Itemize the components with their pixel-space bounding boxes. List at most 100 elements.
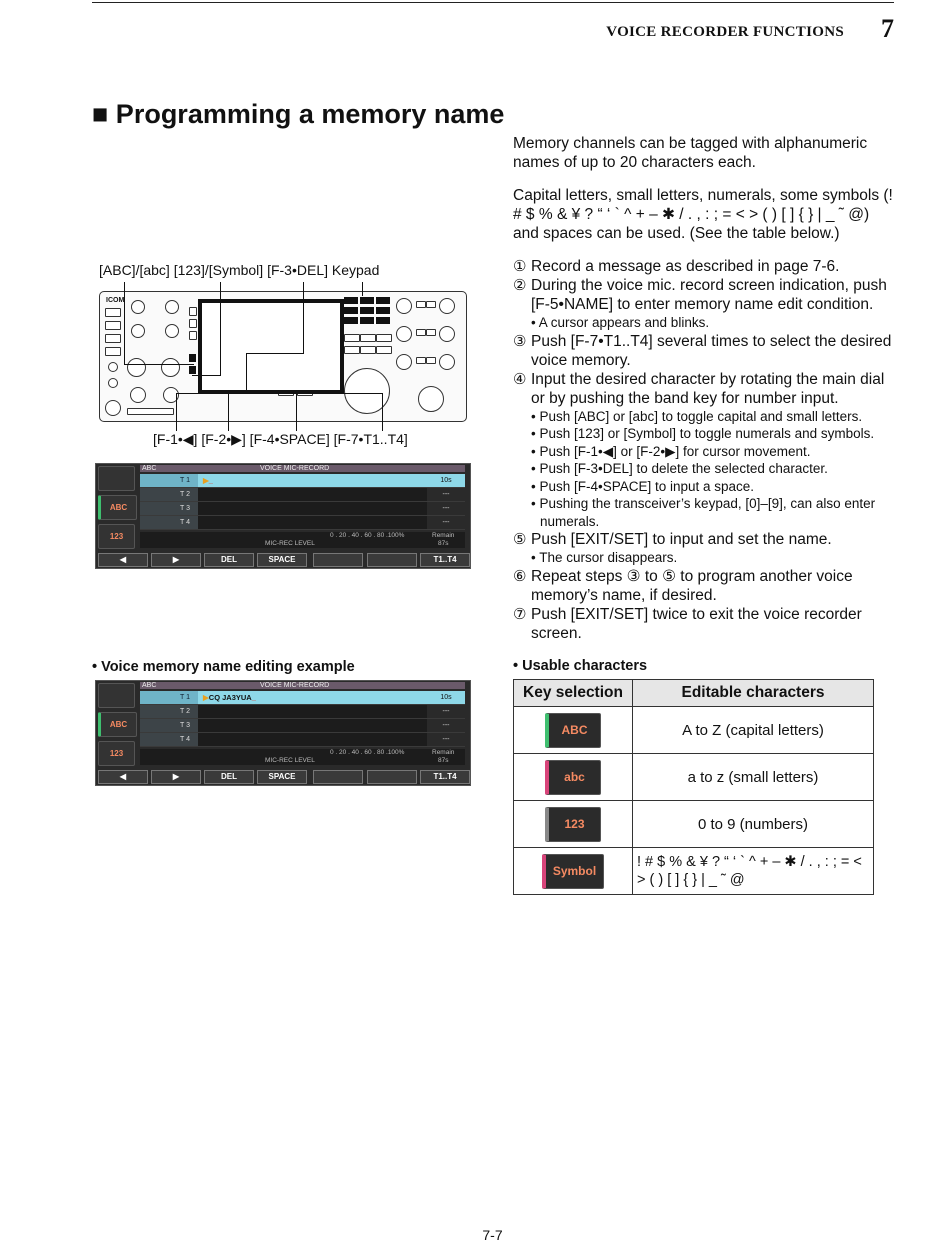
table-row: 123 0 to 9 (numbers) bbox=[513, 800, 874, 848]
keypad-key bbox=[344, 297, 358, 304]
123-key-button: 123 bbox=[545, 806, 601, 842]
memory-row-t1: T 1 ▶_ 10s bbox=[140, 474, 465, 488]
leader-line bbox=[300, 393, 383, 394]
f1-left-key[interactable]: ◀ bbox=[98, 553, 148, 567]
step-4-note: • Push [F-4•SPACE] to input a space. bbox=[531, 478, 755, 494]
leader-line bbox=[382, 393, 383, 431]
memory-row-t3: T 3 --- bbox=[140, 502, 465, 516]
header-rule bbox=[92, 2, 894, 3]
f6-key[interactable] bbox=[367, 553, 417, 567]
panel-button bbox=[416, 357, 426, 364]
panel-button bbox=[426, 329, 436, 336]
step-4-note: • Push [ABC] or [abc] to toggle capital … bbox=[531, 408, 863, 424]
panel-knob bbox=[439, 354, 455, 370]
main-dial bbox=[344, 368, 390, 414]
abc-key-button: ABC bbox=[545, 712, 601, 748]
keypad-key bbox=[376, 307, 390, 314]
mode-indicator: ABC bbox=[142, 682, 157, 689]
memory-name-text: ▶CQ JA3YUA_ bbox=[203, 693, 256, 702]
cursor-icon: ▶_ bbox=[203, 476, 213, 485]
keypad-key bbox=[344, 307, 358, 314]
abc-lower-key-button: abc bbox=[545, 759, 601, 795]
leader-line bbox=[246, 353, 247, 391]
f3-del-key[interactable]: DEL bbox=[204, 770, 254, 784]
memory-row-t1: T 1 ▶CQ JA3YUA_ 10s bbox=[140, 691, 465, 705]
leader-line bbox=[176, 393, 206, 394]
screen-title-bar: ABC VOICE MIC-RECORD bbox=[140, 682, 465, 689]
header-section-title: VOICE RECORDER FUNCTIONS bbox=[606, 24, 844, 40]
leader-line bbox=[176, 393, 177, 431]
editable-characters: A to Z (capital letters) bbox=[632, 706, 874, 754]
memory-row-t2: T 2 --- bbox=[140, 488, 465, 502]
side-button-abc: ABC bbox=[98, 495, 137, 520]
brand-logo: ICOM bbox=[106, 297, 125, 304]
step-4-note: • Push [F-3•DEL] to delete the selected … bbox=[531, 461, 828, 476]
panel-bottom-labels: [F-1•◀] [F-2•▶] [F-4•SPACE] [F-7•T1..T4] bbox=[153, 431, 408, 447]
leader-line bbox=[296, 393, 297, 431]
f5-key[interactable] bbox=[313, 553, 363, 567]
f7-t1t4-key[interactable]: T1..T4 bbox=[420, 770, 470, 784]
keypad-key bbox=[360, 307, 374, 314]
f1-left-key[interactable]: ◀ bbox=[98, 770, 148, 784]
header-chapter-number: 7 bbox=[881, 14, 894, 43]
panel-button bbox=[360, 334, 376, 342]
step-4-note: numerals. bbox=[540, 513, 600, 529]
side-button-123: 123 bbox=[98, 524, 135, 549]
panel-button bbox=[416, 329, 426, 336]
f4-space-key[interactable]: SPACE bbox=[257, 770, 307, 784]
memory-row-t4: T 4 --- bbox=[140, 733, 465, 747]
panel-knob bbox=[161, 358, 180, 377]
side-button-123: 123 bbox=[98, 741, 135, 766]
leader-line bbox=[303, 282, 304, 354]
leader-line bbox=[124, 282, 125, 365]
panel-knob bbox=[131, 300, 145, 314]
mic-connector bbox=[105, 400, 121, 416]
column-header: Key selection bbox=[513, 679, 633, 707]
side-button-blank bbox=[98, 683, 135, 708]
mic-rec-level-meter: 0 . 20 . 40 . 60 . 80 .100% MIC-REC LEVE… bbox=[140, 749, 465, 765]
voice-record-screen-example: ABC VOICE MIC-RECORD ABC 123 T 1 ▶CQ JA3… bbox=[95, 680, 471, 786]
f5-key[interactable] bbox=[313, 770, 363, 784]
f3-del-key[interactable]: DEL bbox=[204, 553, 254, 567]
side-button-blank bbox=[98, 466, 135, 491]
table-header-row: Key selection Editable characters bbox=[513, 679, 874, 707]
step-4-note: • Pushing the transceiver’s keypad, [0]–… bbox=[531, 496, 876, 511]
intro-paragraph-2: Capital letters, small letters, numerals… bbox=[513, 187, 893, 242]
table-row: abc a to z (small letters) bbox=[513, 753, 874, 801]
panel-slot bbox=[127, 408, 174, 415]
panel-button bbox=[189, 307, 197, 316]
function-key-row: ◀ ▶ DEL SPACE T1..T4 bbox=[98, 553, 470, 567]
panel-knob bbox=[396, 298, 412, 314]
symbol-key-button: Symbol bbox=[542, 853, 604, 889]
panel-button bbox=[426, 357, 436, 364]
page-title: ■ Programming a memory name bbox=[92, 99, 505, 129]
leader-line bbox=[228, 393, 229, 431]
panel-button bbox=[105, 334, 121, 343]
usable-characters-title: • Usable characters bbox=[513, 658, 648, 674]
screen-title: VOICE MIC-RECORD bbox=[260, 682, 330, 689]
panel-top-labels: [ABC]/[abc] [123]/[Symbol] [F-3•DEL] Key… bbox=[99, 262, 380, 278]
f2-right-key[interactable]: ▶ bbox=[151, 553, 201, 567]
f6-key[interactable] bbox=[367, 770, 417, 784]
keypad-key bbox=[376, 317, 390, 324]
screen-title: VOICE MIC-RECORD bbox=[260, 465, 330, 472]
panel-knob bbox=[418, 386, 444, 412]
memory-row-t2: T 2 --- bbox=[140, 705, 465, 719]
keypad-key bbox=[360, 297, 374, 304]
panel-knob bbox=[130, 387, 146, 403]
panel-button bbox=[376, 334, 392, 342]
f2-right-key[interactable]: ▶ bbox=[151, 770, 201, 784]
panel-button bbox=[105, 308, 121, 317]
memory-row-t3: T 3 --- bbox=[140, 719, 465, 733]
panel-button bbox=[416, 301, 426, 308]
f7-t1t4-key[interactable]: T1..T4 bbox=[420, 553, 470, 567]
abc-key bbox=[189, 354, 196, 362]
panel-knob bbox=[165, 324, 179, 338]
f4-space-key[interactable]: SPACE bbox=[257, 553, 307, 567]
